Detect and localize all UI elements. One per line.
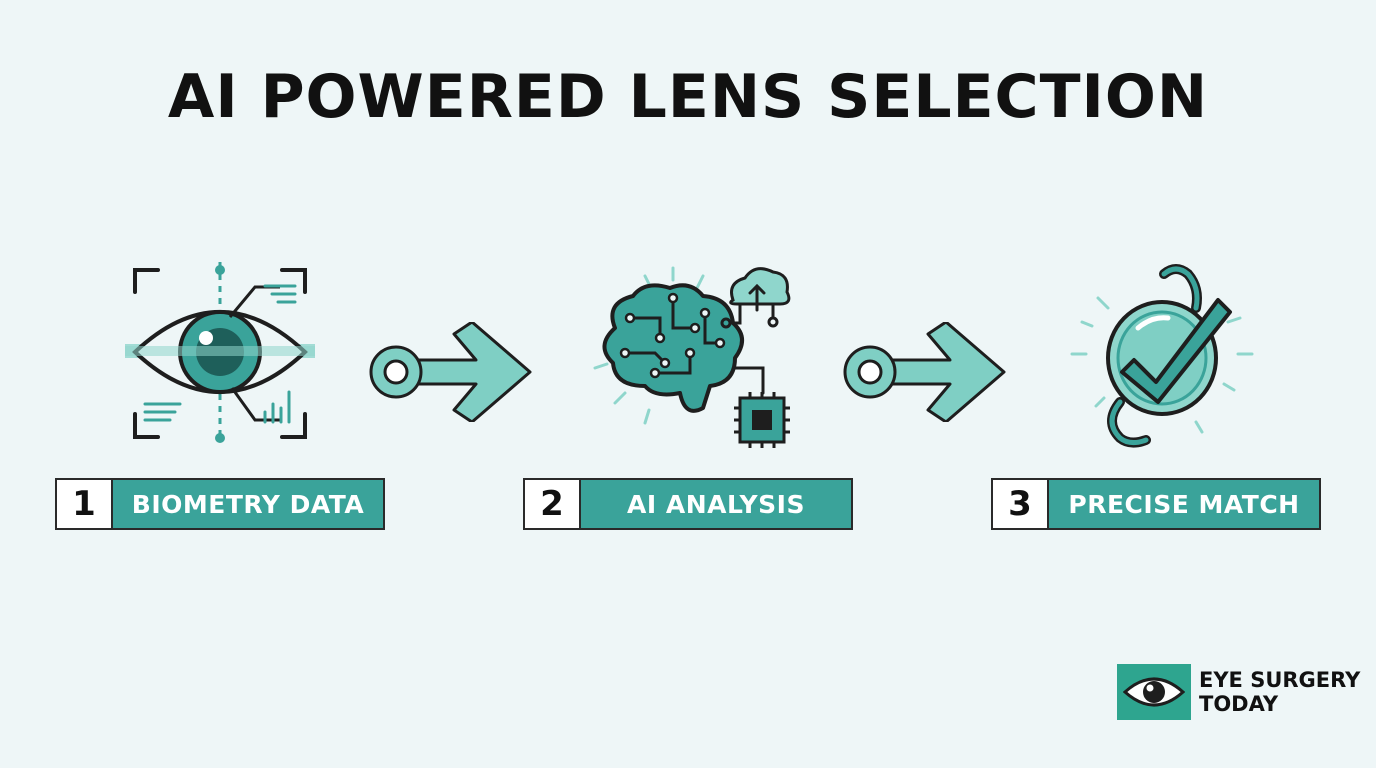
brand-logo: EYE SURGERY TODAY <box>1117 664 1360 720</box>
step-number: 2 <box>525 480 581 528</box>
step-label: AI ANALYSIS <box>627 489 805 519</box>
step-3-label-box: 3 PRECISE MATCH <box>991 478 1321 530</box>
step-number: 3 <box>993 480 1049 528</box>
arrow-right-icon <box>843 322 1006 422</box>
eye-scan-icon <box>125 262 315 443</box>
lens-check-icon <box>1070 264 1254 448</box>
brand-name-line2: TODAY <box>1199 692 1279 716</box>
arrow-right-icon <box>369 322 532 422</box>
step-2-label-box: 2 AI ANALYSIS <box>523 478 853 530</box>
brand-name-line1: EYE SURGERY <box>1199 668 1361 692</box>
step-1-label-box: 1 BIOMETRY DATA <box>55 478 385 530</box>
step-number: 1 <box>57 480 113 528</box>
step-label: BIOMETRY DATA <box>131 489 365 519</box>
ai-brain-icon <box>593 266 791 448</box>
eye-logo-icon <box>1117 664 1191 720</box>
page-title: AI POWERED LENS SELECTION <box>167 62 1209 132</box>
step-label: PRECISE MATCH <box>1068 489 1300 519</box>
